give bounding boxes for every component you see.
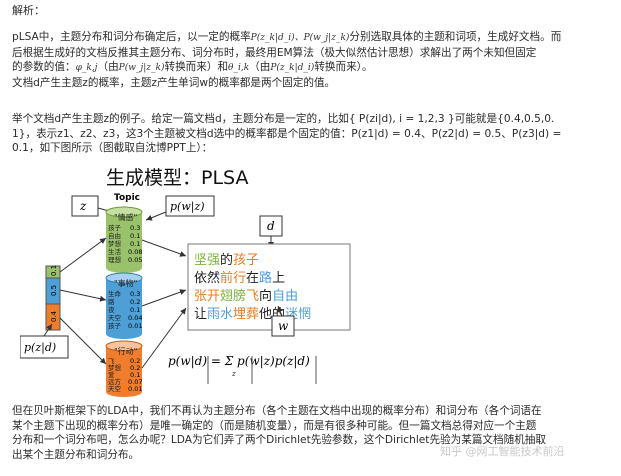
svg-text:张开翅膀飞向自由: 张开翅膀飞向自由	[194, 288, 298, 304]
topic-cylinder-3: "行动" 飞 0.2 梦想 0.2 爱 0.1 远方 0.07 天空 0.01	[105, 340, 143, 397]
svg-text:"行动": "行动"	[114, 346, 137, 356]
topic-label: Topic	[114, 193, 140, 203]
svg-text:0.01: 0.01	[128, 322, 142, 330]
paragraph-lda: 但在贝叶斯框架下的LDA中，我们不再认为主题分布（各个主题在文档中出现的概率分布…	[12, 404, 612, 462]
para2-line3: 0.1，如下图所示（图截取自沈博PPT上）：	[12, 142, 213, 155]
svg-text:路: 路	[108, 297, 115, 306]
figure-title: 生成模型：PLSA	[106, 167, 248, 189]
para2-line1: 举个文档d产生主题z的例子。给定一篇文档d，主题分布是一定的，比如{ P(zi|…	[12, 113, 555, 125]
para3-line2: 某个主题下出现的概率分布）是唯一确定的（而是随机变量），而是有很多种可能。但一篇…	[12, 419, 537, 432]
z-label: z	[79, 199, 87, 213]
para3-line3: 分布和一个词分布吧，怎么办呢？LDA为它们弄了两个Dirichlet先验参数，这…	[12, 434, 546, 447]
svg-text:0.1: 0.1	[130, 371, 140, 379]
svg-text:远方: 远方	[108, 377, 122, 386]
plsa-formula-sub: z	[231, 370, 236, 378]
para2-line2: 1}，表示z1、z2、z3，这3个主题被文档d选中的概率都是个固定的值：P(z1…	[12, 127, 562, 140]
document-text: 坚强的孩子 依然前行在路上 张开翅膀飞向自由 让雨水埋葬他的迷惘	[194, 252, 311, 322]
svg-text:0.1: 0.1	[130, 240, 140, 248]
svg-text:0.07: 0.07	[128, 378, 142, 386]
svg-text:夜: 夜	[108, 305, 115, 314]
svg-text:梦想: 梦想	[108, 239, 122, 248]
topic-cylinder-1: "情感" 孩子 0.3 自由 0.1 梦想 0.1 生活 0.08 理想 0.05	[105, 206, 143, 273]
svg-text:0.04: 0.04	[128, 314, 142, 322]
svg-text:孩子: 孩子	[108, 321, 122, 330]
watermark: 知乎 @网工智能技术前沿	[440, 445, 565, 458]
svg-text:自由: 自由	[108, 231, 121, 240]
para1-line4: 文档d产生主题z的概率，主题z产生单词w的概率都是两个固定的值。	[12, 76, 336, 89]
svg-text:0.1: 0.1	[130, 306, 140, 314]
svg-text:理想: 理想	[108, 255, 122, 264]
document-box	[187, 243, 351, 331]
svg-text:0.01: 0.01	[128, 385, 142, 393]
w-label: w	[278, 319, 289, 333]
svg-text:天空: 天空	[108, 384, 122, 393]
z-box	[71, 195, 99, 217]
para1-line1: pLSA中，主题分布和词分布确定后，以一定的概率P(z_k|d_i)、P(w_j…	[12, 31, 562, 43]
para1-line2: 后根据生成好的文档反推其主题分布、词分布时，最终用EM算法（极大似然估计思想）求…	[12, 46, 537, 59]
paragraph-plsa-intro: pLSA中，主题分布和词分布确定后，以一定的概率P(z_k|d_i)、P(w_j…	[12, 30, 612, 90]
svg-text:梦想: 梦想	[108, 363, 122, 372]
svg-text:生命: 生命	[108, 289, 122, 298]
svg-text:0.2: 0.2	[130, 357, 140, 365]
pwz-label: p(w|z)	[170, 200, 205, 214]
d-label: d	[267, 219, 275, 233]
svg-text:天空: 天空	[108, 313, 122, 322]
plsa-figure: 生成模型：PLSA z Topic p(w|z) "情感" 孩子 0.3 自由 0.…	[20, 167, 351, 397]
svg-text:0.4: 0.4	[50, 310, 58, 322]
svg-text:"情感": "情感"	[114, 212, 137, 222]
svg-text:0.3: 0.3	[130, 290, 140, 298]
para1-line3: 的参数的值：φ_k,j（由P(w_j|z_k)转换而来）和θ_i,k（由P(z_…	[12, 61, 373, 74]
para3-line1: 但在贝叶斯框架下的LDA中，我们不再认为主题分布（各个主题在文档中出现的概率分布…	[12, 405, 542, 417]
pzd-label: p(z|d)	[24, 341, 56, 355]
answer-label: 解析：	[12, 4, 45, 17]
w-box	[271, 315, 295, 337]
pwz-box	[165, 195, 215, 217]
svg-text:0.05: 0.05	[128, 256, 142, 264]
pwz-arrow	[145, 211, 167, 221]
para3-line4: 出某个主题分布和词分布。	[12, 448, 140, 461]
topic-proportion-bar: 0.1 0.5 0.4	[45, 265, 61, 331]
svg-text:坚强的孩子: 坚强的孩子	[194, 252, 259, 268]
svg-text:孩子: 孩子	[108, 223, 122, 232]
svg-text:0.1: 0.1	[50, 265, 58, 276]
svg-text:0.2: 0.2	[130, 298, 140, 306]
svg-text:生活: 生活	[108, 247, 122, 256]
topic-cylinder-2: "事物" 生命 0.3 路 0.2 夜 0.1 天空 0.04 孩子 0.01	[105, 272, 143, 339]
svg-text:爱: 爱	[108, 371, 115, 379]
svg-text:0.3: 0.3	[130, 224, 140, 232]
plsa-formula: p(w|d) = Σ p(w|z)p(z|d)	[168, 354, 310, 368]
svg-text:飞: 飞	[108, 357, 115, 365]
svg-text:0.5: 0.5	[50, 285, 58, 296]
svg-text:"事物": "事物"	[114, 278, 137, 288]
svg-text:0.08: 0.08	[128, 248, 142, 256]
svg-text:依然前行在路上: 依然前行在路上	[194, 270, 285, 286]
svg-text:0.1: 0.1	[130, 232, 140, 240]
svg-text:0.2: 0.2	[130, 364, 140, 372]
paragraph-example: 举个文档d产生主题z的例子。给定一篇文档d，主题分布是一定的，比如{ P(zi|…	[12, 112, 612, 156]
